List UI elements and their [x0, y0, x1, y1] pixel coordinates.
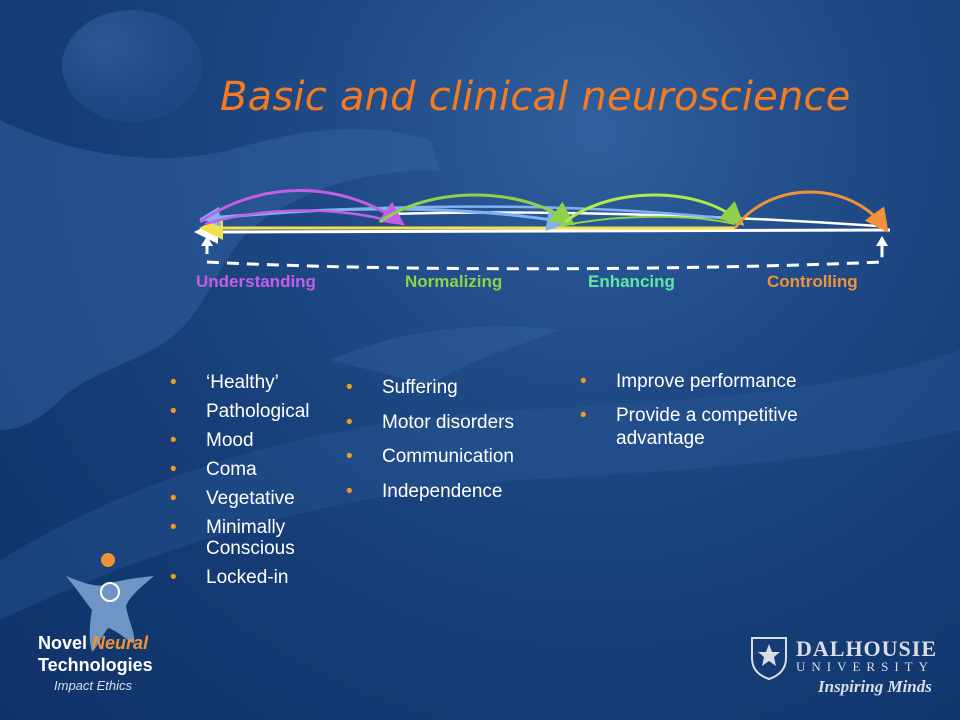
figure-body	[0, 120, 440, 430]
arrow-purple-loop-2	[204, 209, 396, 226]
list-item: • Communication	[346, 445, 514, 468]
list-item-text: Suffering	[382, 377, 458, 398]
stage-label-understanding: Understanding	[196, 272, 316, 291]
figure-wave	[0, 350, 960, 620]
figure-band	[330, 326, 560, 385]
bullet-icon: •	[170, 488, 177, 509]
logo-line-1: Novel Neural	[38, 633, 149, 653]
list-item-text: ‘Healthy’	[206, 372, 279, 393]
dalhousie-name: DALHOUSIE	[796, 636, 938, 661]
list-item: • Independence	[346, 480, 514, 503]
list-item: • ‘Healthy’	[170, 372, 336, 393]
arrow-green-loop-2	[564, 193, 745, 227]
understanding-list: • ‘Healthy’ • Pathological • Mood • Coma • Ve…	[170, 372, 336, 596]
stage-label-controlling: Controlling	[767, 272, 858, 291]
list-item-text: Provide a competitive advantage	[616, 405, 798, 449]
list-item: • Suffering	[346, 376, 514, 399]
arrow-green-short	[559, 215, 736, 227]
list-item-text: Improve performance	[616, 371, 797, 392]
dalhousie-sub: UNIVERSITY	[796, 659, 934, 674]
list-item: • Pathological	[170, 401, 336, 422]
bullet-icon: •	[170, 401, 177, 422]
list-item-text: Minimally Conscious	[206, 517, 295, 559]
list-item: • Locked-in	[170, 567, 336, 588]
list-item: • Vegetative	[170, 488, 336, 509]
list-item-text: Vegetative	[206, 488, 295, 509]
dashed-return-line	[205, 242, 884, 271]
figure-head	[62, 10, 202, 122]
list-item-text: Motor disorders	[382, 411, 514, 433]
bullet-icon: •	[170, 372, 177, 393]
bullet-icon: •	[170, 517, 177, 538]
list-item-text: Mood	[206, 430, 254, 451]
list-item: • Improve performance	[580, 370, 866, 393]
bullet-icon: •	[346, 377, 353, 398]
arrow-enhancing-to-understanding-blue	[200, 205, 741, 227]
novel-neural-logo-icon	[66, 553, 154, 652]
dalhousie-tagline: Inspiring Minds	[818, 677, 932, 696]
normalizing-list: • Suffering • Motor disorders • Communicati…	[346, 376, 514, 514]
logo-tagline: Impact Ethics	[54, 678, 133, 693]
bullet-icon: •	[170, 430, 177, 451]
list-item-text: Independence	[382, 480, 503, 502]
dalhousie-crest-icon	[751, 637, 787, 680]
bullet-icon: •	[580, 405, 587, 426]
list-item: • Motor disorders	[346, 411, 514, 434]
arrow-orange-loop	[733, 190, 889, 233]
bullet-icon: •	[346, 446, 353, 467]
list-item-text: Communication	[382, 446, 514, 467]
bullet-icon: •	[346, 411, 353, 433]
list-item-text: Locked-in	[206, 567, 289, 588]
stage-label-enhancing: Enhancing	[588, 272, 675, 291]
enhancing-list: • Improve performance • Provide a competit…	[580, 370, 866, 461]
list-item-text: Pathological	[206, 401, 310, 422]
arrow-controlling-to-understanding	[194, 219, 891, 244]
list-item-text: Coma	[206, 459, 257, 480]
arrow-purple-loop-1	[199, 189, 405, 226]
stage-label-normalizing: Normalizing	[405, 272, 503, 291]
arrow-green-loop-1	[379, 193, 575, 226]
page-title: Basic and clinical neuroscience	[220, 74, 851, 120]
list-item: • Coma	[170, 459, 336, 480]
bullet-icon: •	[580, 371, 587, 392]
bullet-icon: •	[346, 480, 353, 502]
arrow-controlling-to-normalizing	[389, 211, 879, 228]
dashed-arrow-head-right	[876, 236, 888, 246]
stage-arc-diagram	[194, 189, 891, 271]
list-item: • Mood	[170, 430, 336, 451]
dashed-arrow-head-left	[201, 236, 213, 246]
list-item: • Minimally Conscious	[170, 517, 336, 559]
bullet-icon: •	[170, 567, 177, 588]
bullet-icon: •	[170, 459, 177, 480]
list-item: • Provide a competitive advantage	[580, 404, 866, 450]
logo-line-2: Technologies	[38, 655, 153, 675]
